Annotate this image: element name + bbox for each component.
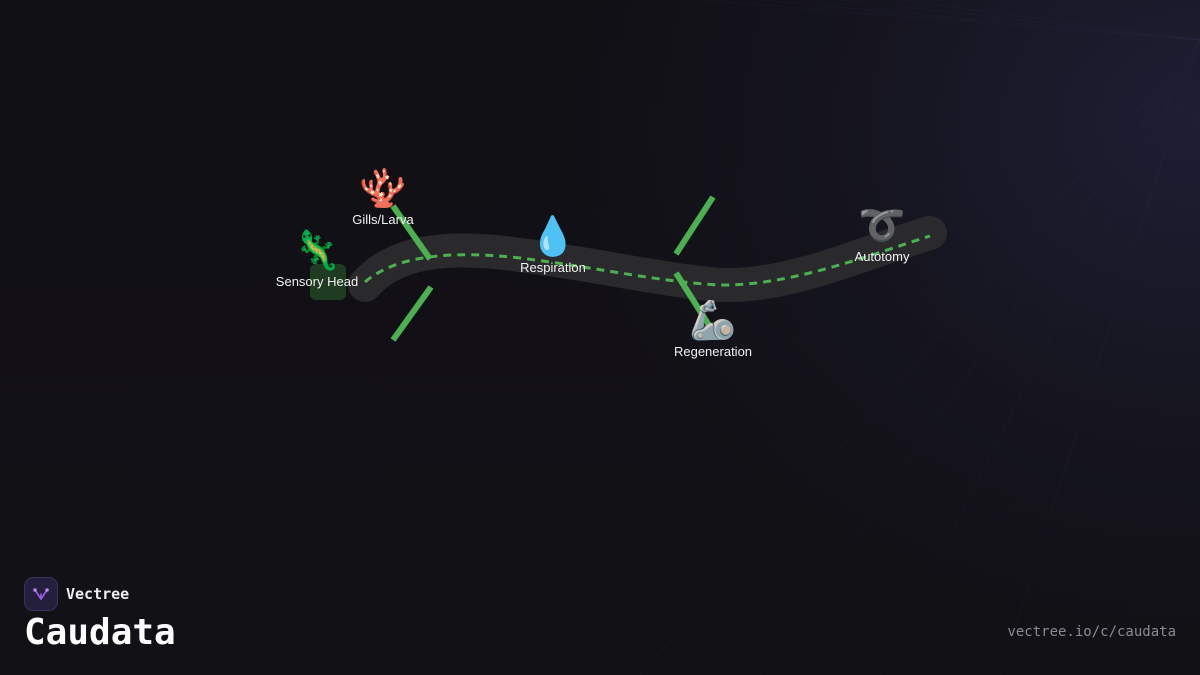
node-autotomy[interactable]: ➰ Autotomy xyxy=(812,203,952,265)
node-label: Regeneration xyxy=(673,344,753,359)
front-lower-limb xyxy=(390,285,434,342)
head-block xyxy=(310,264,346,300)
page-title: Caudata xyxy=(24,612,176,653)
hind-upper-limb xyxy=(673,195,716,256)
mechanical-arm-icon: 🦾 xyxy=(689,298,737,342)
tail-dashed-line xyxy=(364,234,931,287)
lizard-icon: 🦎 xyxy=(293,228,341,272)
node-gills-larva[interactable]: 🪸 Gills/Larva xyxy=(313,166,453,228)
droplet-icon: 💧 xyxy=(529,214,577,258)
gills-upper-limb xyxy=(390,204,433,261)
vectree-logo-icon xyxy=(24,577,58,611)
body-spine xyxy=(348,216,947,303)
node-sensory-head[interactable]: 🦎 Sensory Head xyxy=(247,228,387,290)
brand[interactable]: Vectree xyxy=(24,577,129,611)
coral-icon: 🪸 xyxy=(359,166,407,210)
page-url[interactable]: vectree.io/c/caudata xyxy=(1007,624,1176,640)
node-label: Respiration xyxy=(520,260,586,275)
brand-name: Vectree xyxy=(66,585,130,603)
node-label: Gills/Larva xyxy=(352,212,414,227)
node-label: Sensory Head xyxy=(275,274,359,289)
node-regeneration[interactable]: 🦾 Regeneration xyxy=(643,298,783,360)
curly-loop-icon: ➰ xyxy=(858,203,906,247)
node-respiration[interactable]: 💧 Respiration xyxy=(483,214,623,276)
node-label: Autotomy xyxy=(854,249,910,264)
